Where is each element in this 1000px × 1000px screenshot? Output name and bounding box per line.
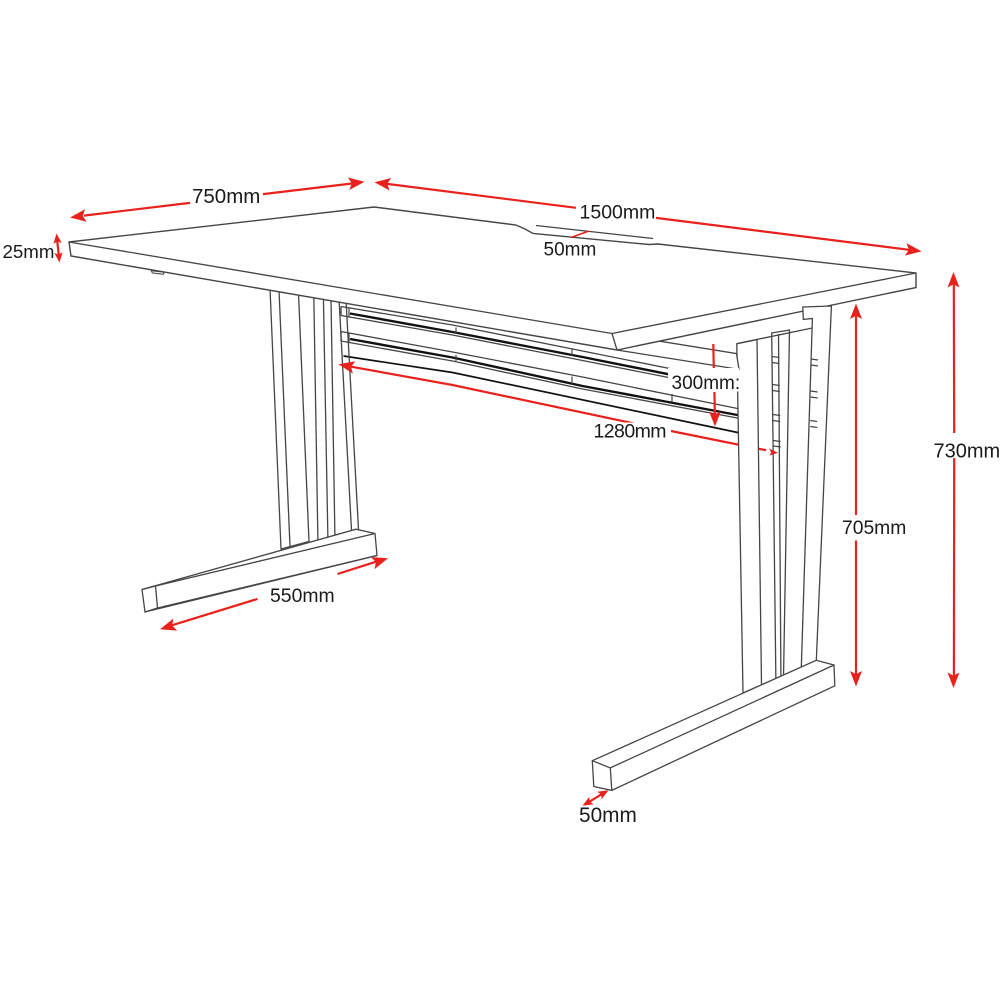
svg-text:730mm: 730mm: [934, 441, 1000, 463]
svg-text:1500mm: 1500mm: [580, 202, 656, 224]
svg-text:1280mm: 1280mm: [594, 421, 667, 443]
svg-text:550mm: 550mm: [270, 585, 335, 607]
svg-text:705mm: 705mm: [842, 518, 906, 539]
svg-text:750mm: 750mm: [192, 185, 260, 208]
svg-text:300mm:: 300mm:: [672, 373, 741, 394]
svg-text:50mm: 50mm: [579, 804, 637, 827]
svg-text:50mm: 50mm: [544, 240, 597, 261]
svg-text:25mm: 25mm: [3, 241, 55, 262]
